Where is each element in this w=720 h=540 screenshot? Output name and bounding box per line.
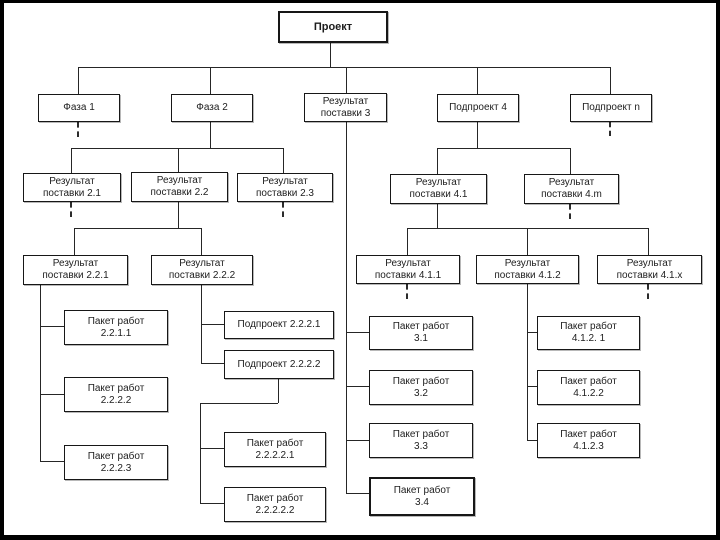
dashed-connector [77, 122, 79, 137]
node-workpackage-2-2-2-2-1: Пакет работ 2.2.2.2.1 [224, 432, 326, 467]
node-workpackage-3-4: Пакет работ 3.4 [369, 477, 475, 516]
node-deliverable-4-1-2: Результат поставки 4.1.2 [476, 255, 579, 284]
connector [648, 228, 649, 255]
dashed-connector [569, 204, 571, 219]
connector [71, 148, 284, 149]
connector [346, 386, 369, 387]
connector [78, 67, 610, 68]
node-deliverable-2-2-2: Результат поставки 2.2.2 [151, 255, 253, 285]
connector [346, 440, 369, 441]
connector [346, 120, 347, 494]
connector [527, 228, 528, 255]
node-deliverable-2-3: Результат поставки 2.3 [237, 173, 333, 202]
connector [346, 493, 369, 494]
connector [71, 148, 72, 173]
connector [210, 120, 211, 148]
connector [570, 148, 571, 174]
connector [210, 67, 211, 94]
node-project: Проект [278, 11, 388, 43]
connector [200, 403, 201, 503]
node-workpackage-4-1-2-1: Пакет работ 4.1.2. 1 [537, 316, 640, 350]
node-workpackage-2-2-2-2: Пакет работ 2.2.2.2 [64, 377, 168, 412]
node-workpackage-3-2: Пакет работ 3.2 [369, 370, 473, 405]
node-workpackage-4-1-2-2: Пакет работ 4.1.2.2 [537, 370, 640, 405]
dashed-connector [70, 202, 72, 217]
node-workpackage-2-2-1-1: Пакет работ 2.2.1.1 [64, 310, 168, 345]
dashed-connector [609, 122, 611, 136]
connector [527, 282, 528, 440]
connector [437, 202, 438, 228]
node-deliverable-4-1-x: Результат поставки 4.1.x [597, 255, 702, 284]
connector [407, 228, 408, 255]
node-subproject-2-2-2-1: Подпроект 2.2.2.1 [224, 311, 334, 339]
connector [527, 332, 537, 333]
connector [200, 403, 278, 404]
connector [200, 448, 224, 449]
connector [330, 39, 331, 67]
node-deliverable-2-1: Результат поставки 2.1 [23, 173, 121, 202]
connector [40, 326, 64, 327]
node-workpackage-2-2-2-3: Пакет работ 2.2.2.3 [64, 445, 168, 480]
connector [278, 378, 279, 403]
dashed-connector [406, 284, 408, 299]
connector [477, 120, 478, 148]
connector [283, 148, 284, 173]
connector [40, 394, 64, 395]
connector [74, 228, 75, 255]
connector [178, 148, 179, 173]
connector [78, 67, 79, 94]
connector [346, 67, 347, 93]
connector [200, 503, 224, 504]
node-workpackage-3-1: Пакет работ 3.1 [369, 316, 473, 350]
node-subproject-4: Подпроект 4 [437, 94, 519, 122]
node-subproject-2-2-2-2: Подпроект 2.2.2.2 [224, 350, 334, 379]
connector [178, 200, 179, 228]
node-deliverable-4-1-1: Результат поставки 4.1.1 [356, 255, 460, 284]
node-phase-1: Фаза 1 [38, 94, 120, 122]
dashed-connector [282, 202, 284, 217]
connector [201, 228, 202, 255]
node-deliverable-3: Результат поставки 3 [304, 93, 387, 122]
node-workpackage-4-1-2-3: Пакет работ 4.1.2.3 [537, 423, 640, 458]
connector [437, 148, 438, 174]
connector [40, 283, 41, 461]
connector [437, 148, 571, 149]
dashed-connector [647, 284, 649, 299]
connector [477, 67, 478, 94]
connector [40, 461, 64, 462]
node-deliverable-4-1: Результат поставки 4.1 [390, 174, 487, 204]
node-deliverable-2-2-1: Результат поставки 2.2.1 [23, 255, 128, 285]
connector [527, 440, 537, 441]
node-deliverable-2-2: Результат поставки 2.2 [131, 172, 228, 202]
connector [527, 386, 537, 387]
connector [74, 228, 201, 229]
node-phase-2: Фаза 2 [171, 94, 253, 122]
node-deliverable-4-m: Результат поставки 4.m [524, 174, 619, 204]
node-subproject-n: Подпроект n [570, 94, 652, 122]
node-workpackage-2-2-2-2-2: Пакет работ 2.2.2.2.2 [224, 487, 326, 522]
connector [610, 67, 611, 94]
connector [201, 283, 202, 364]
node-workpackage-3-3: Пакет работ 3.3 [369, 423, 473, 458]
connector [346, 332, 369, 333]
connector [201, 324, 224, 325]
connector [201, 363, 224, 364]
